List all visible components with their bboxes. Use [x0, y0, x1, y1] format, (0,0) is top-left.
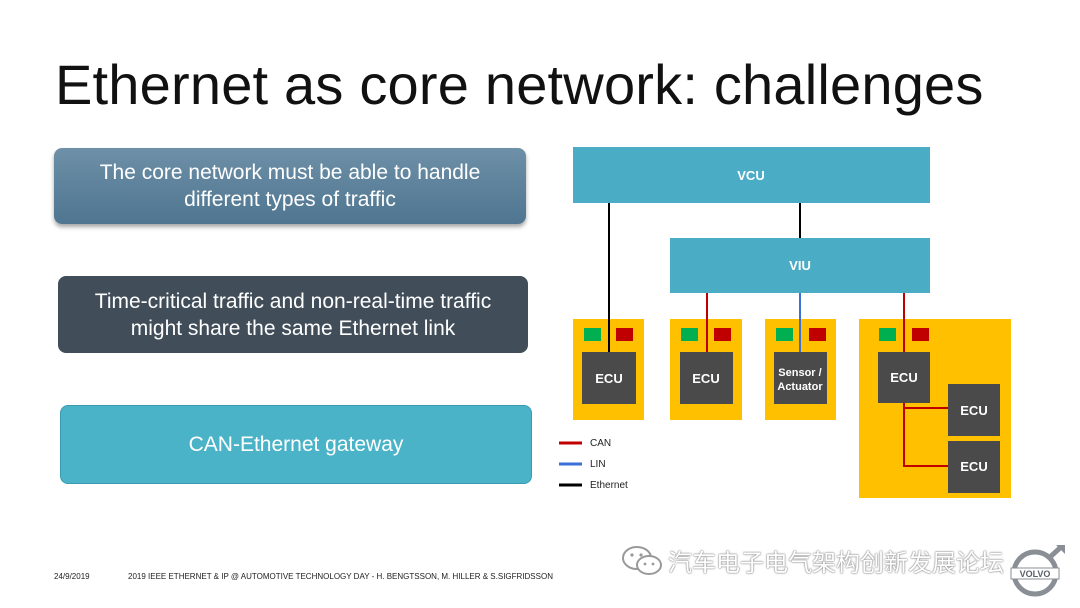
legend-ethernet-label: Ethernet — [590, 480, 628, 491]
status-led-green — [879, 328, 896, 341]
viu-box — [670, 238, 930, 293]
viu-label: VIU — [789, 258, 811, 273]
status-led-red — [809, 328, 826, 341]
ecu-5 — [948, 384, 1000, 436]
ecu-1 — [582, 352, 636, 404]
ecu-2-label: ECU — [692, 371, 719, 386]
ecu-1-label: ECU — [595, 371, 622, 386]
status-led-red — [912, 328, 929, 341]
footer-credit: 2019 IEEE ETHERNET & IP @ AUTOMOTIVE TEC… — [128, 572, 553, 581]
vcu-box — [573, 147, 930, 203]
ecu-2 — [680, 352, 733, 404]
ecu-4 — [878, 352, 930, 403]
ecu-5-label: ECU — [960, 403, 987, 418]
can-bus-ecu4-ecu6 — [903, 408, 948, 467]
ecu-6-label: ECU — [960, 459, 987, 474]
gateway-box: CAN-Ethernet gateway — [60, 405, 532, 484]
traffic-types-box: The core network must be able to handle … — [54, 148, 526, 224]
sensor-label-line1: Sensor / — [778, 367, 821, 379]
legend-lin-label: LIN — [590, 459, 606, 470]
status-led-green — [681, 328, 698, 341]
volvo-logo-text: VOLVO — [1020, 569, 1051, 579]
status-led-red — [616, 328, 633, 341]
ecu-6 — [948, 441, 1000, 493]
sensor-actuator — [774, 352, 827, 404]
wechat-icon — [622, 545, 662, 575]
shared-link-text: Time-critical traffic and non-real-time … — [94, 289, 492, 340]
slide-title: Ethernet as core network: challenges — [55, 53, 984, 116]
watermark: 汽车电子电气架构创新发展论坛 — [620, 543, 1004, 578]
vcu-label: VCU — [737, 168, 764, 183]
ecu-4-label: ECU — [890, 370, 917, 385]
status-led-green — [584, 328, 601, 341]
status-led-green — [776, 328, 793, 341]
gateway-text: CAN-Ethernet gateway — [188, 433, 404, 456]
sensor-label-line2: Actuator — [777, 381, 823, 393]
status-led-red — [714, 328, 731, 341]
watermark-text: 汽车电子电气架构创新发展论坛 — [668, 550, 1004, 577]
legend-can-label: CAN — [590, 438, 611, 449]
volvo-logo-icon: VOLVO — [1010, 545, 1065, 597]
traffic-types-text: The core network must be able to handle … — [99, 161, 481, 211]
shared-link-box: Time-critical traffic and non-real-time … — [58, 276, 528, 353]
footer-date: 24/9/2019 — [54, 572, 90, 581]
